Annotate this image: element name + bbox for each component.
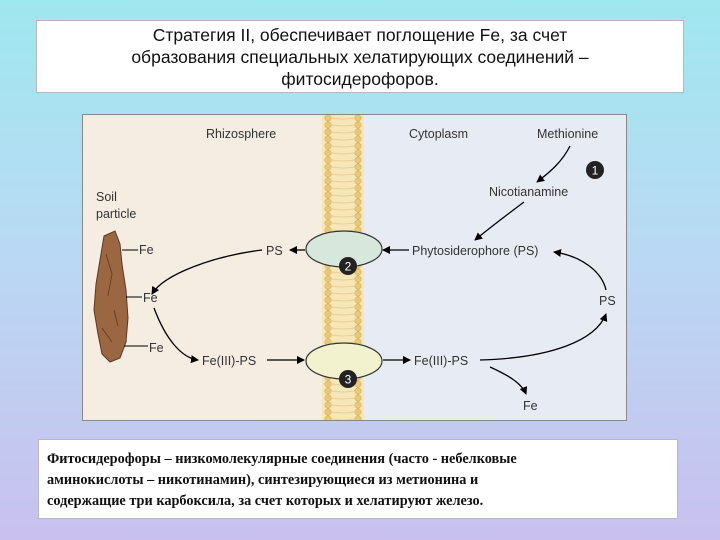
title-line-1: Стратегия II, обеспечивает поглощение Fe… (152, 25, 568, 45)
step-3-badge: 3 (339, 370, 357, 388)
title-line-2: образования специальных хелатирующих сое… (131, 47, 589, 67)
pathway-arrows (151, 145, 608, 395)
phytosiderophore-label: Phytosiderophore (PS) (412, 244, 538, 258)
cytoplasm-panel (364, 114, 627, 421)
fe-iii-ps-label-rhizosphere: Fe(III)-PS (202, 354, 256, 368)
soil-particle-label-1: Soil (96, 190, 117, 204)
svg-text:2: 2 (345, 260, 352, 274)
caption-line-3: содержащие три карбоксила, за счет котор… (47, 493, 484, 509)
svg-text:1: 1 (592, 164, 599, 178)
arrow-ps-to-fe (151, 249, 263, 295)
arrow-complex-to-ps (479, 313, 608, 361)
soil-particle-label-2: particle (96, 207, 136, 221)
arrow-nicotianamine-to-ps (474, 201, 525, 241)
arrow-fe-to-complex (153, 307, 199, 364)
step-2-badge: 2 (339, 257, 357, 275)
svg-text:3: 3 (345, 373, 352, 387)
nicotianamine-label: Nicotianamine (489, 185, 568, 199)
caption-box: Фитосидерофоры – низкомолекулярные соеди… (38, 439, 678, 519)
fe-label-soil-top: Fe (139, 243, 154, 257)
diagram-frame (82, 114, 627, 421)
arrow-methionine-to-nicotianamine (536, 145, 571, 183)
caption-line-1: Фитосидерофоры – низкомолекулярные соеди… (47, 451, 517, 467)
fe-label-soil-mid: Fe (143, 291, 158, 305)
caption-line-2: аминокислоты – никотинамин), синтезирующ… (47, 472, 479, 488)
fe-label-soil-low: Fe (149, 341, 164, 355)
arrow-complex-to-fe (489, 366, 528, 395)
ps-label-rhizosphere: PS (266, 244, 283, 258)
title-box: Стратегия II, обеспечивает поглощение Fe… (36, 20, 684, 93)
arrow-ps-to-phytosiderophore (553, 249, 607, 291)
step-1-badge: 1 (586, 161, 604, 179)
title-line-3: фитосидерофоров. (281, 69, 439, 89)
fe-released-label: Fe (523, 399, 538, 413)
iron-uptake-diagram: Rhizosphere Cytoplasm Methionine Nicotia… (82, 114, 627, 423)
methionine-label: Methionine (537, 127, 598, 141)
diagram-svg: Rhizosphere Cytoplasm Methionine Nicotia… (82, 114, 627, 423)
rhizosphere-label: Rhizosphere (206, 127, 276, 141)
ps-label-cytoplasm: PS (599, 294, 616, 308)
cytoplasm-label: Cytoplasm (409, 127, 468, 141)
fe-iii-ps-label-cytoplasm: Fe(III)-PS (414, 354, 468, 368)
